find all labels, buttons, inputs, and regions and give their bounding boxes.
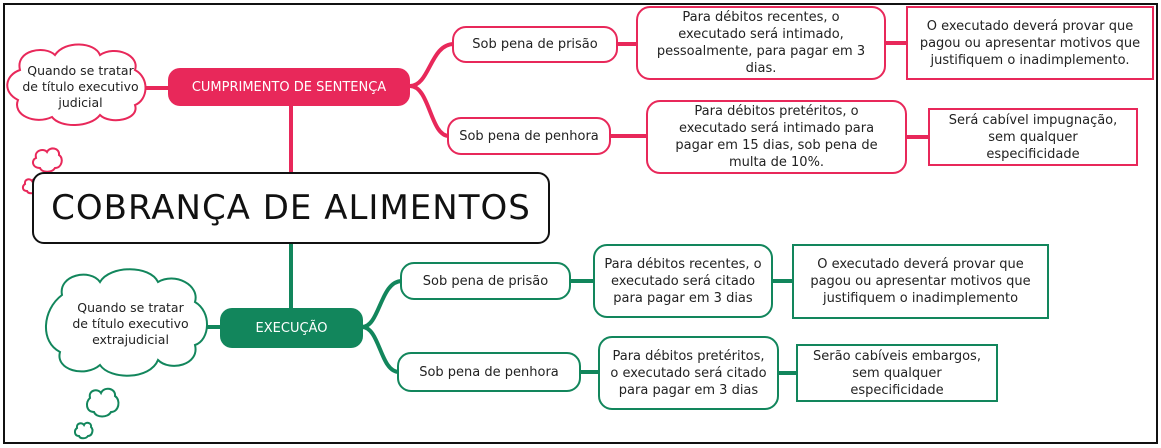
node-cumprimento-prisao[interactable]: Sob pena de prisão xyxy=(452,26,618,63)
node-cumprimento-penhora-detail[interactable]: Para débitos pretéritos, o executado ser… xyxy=(646,100,907,174)
connector-cumprimento-prisao xyxy=(408,42,456,88)
cloud-shape-extrajudicial xyxy=(45,268,208,377)
note-extrajudicial: Quando se tratar de título executivo ext… xyxy=(72,300,189,347)
node-cumprimento-penhora-consequence[interactable]: Será cabível impugnação, sem qualquer es… xyxy=(928,108,1138,166)
note-judicial: Quando se tratar de título executivo jud… xyxy=(22,63,139,110)
diagram-frame xyxy=(3,3,1158,444)
node-cumprimento-prisao-detail[interactable]: Para débitos recentes, o executado será … xyxy=(636,6,886,80)
node-execucao-prisao[interactable]: Sob pena de prisão xyxy=(400,262,571,300)
small-cloud-icon xyxy=(85,387,120,418)
node-cumprimento-penhora[interactable]: Sob pena de penhora xyxy=(447,117,611,155)
cloud-shape-judicial xyxy=(6,43,147,126)
main-title: COBRANÇA DE ALIMENTOS xyxy=(32,172,550,244)
node-execucao-penhora-consequence[interactable]: Serão cabíveis embargos, sem qualquer es… xyxy=(796,344,998,402)
node-execucao-prisao-detail[interactable]: Para débitos recentes, o executado será … xyxy=(593,244,773,318)
node-cumprimento-de-sentenca[interactable]: CUMPRIMENTO DE SENTENÇA xyxy=(168,68,410,106)
connector-cumprimento-penhora xyxy=(408,84,451,138)
node-execucao-prisao-consequence[interactable]: O executado deverá provar que pagou ou a… xyxy=(792,244,1049,319)
node-execucao-penhora[interactable]: Sob pena de penhora xyxy=(397,352,581,392)
small-cloud-icon xyxy=(73,421,94,440)
node-execucao-penhora-detail[interactable]: Para débitos pretéritos, o executado ser… xyxy=(598,336,779,410)
small-cloud-icon xyxy=(31,147,63,173)
node-execucao[interactable]: EXECUÇÃO xyxy=(220,308,363,348)
connector-execucao-prisao xyxy=(360,279,404,329)
node-cumprimento-prisao-consequence[interactable]: O executado deverá provar que pagou ou a… xyxy=(906,6,1154,80)
connector-execucao-penhora xyxy=(360,325,401,374)
